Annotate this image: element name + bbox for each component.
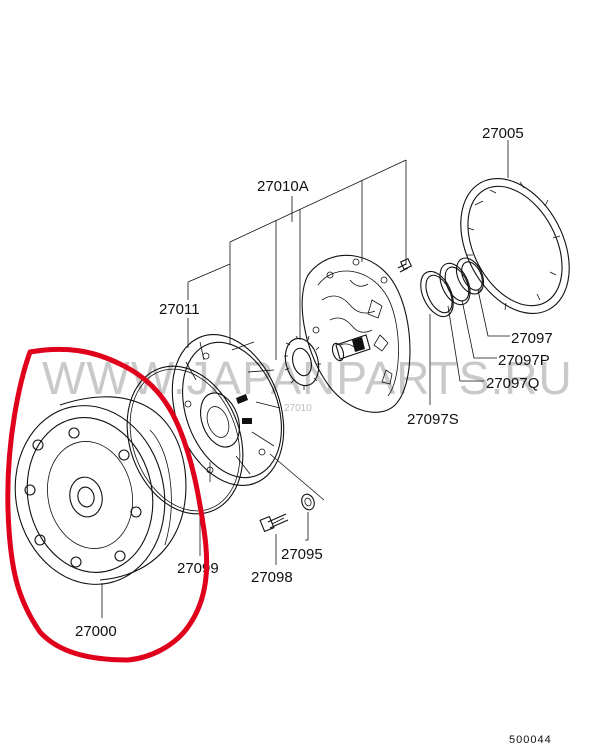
- label-27097P: 27097P: [498, 352, 550, 369]
- label-27095: 27095: [281, 546, 323, 563]
- pump-bolt[interactable]: [397, 257, 413, 273]
- diagram-code: 500044: [509, 734, 552, 746]
- pump-cover-27011[interactable]: [152, 319, 303, 501]
- highlight-circle: [5, 346, 210, 663]
- pump-body[interactable]: [301, 254, 411, 413]
- label-27099: 27099: [177, 560, 219, 577]
- inner-watermark: 27010: [284, 403, 312, 414]
- o-ring-27099[interactable]: [107, 350, 262, 530]
- gasket-27005[interactable]: [439, 160, 591, 332]
- label-27011: 27011: [159, 301, 200, 318]
- bolt-27098[interactable]: [259, 513, 289, 533]
- leader-lines: [101, 140, 510, 618]
- label-27097S: 27097S: [407, 411, 459, 428]
- seal-rings[interactable]: [414, 254, 489, 322]
- watermark: WWW.JAPANPARTS.RU: [42, 352, 573, 404]
- label-27097Q: 27097Q: [486, 375, 539, 392]
- pump-gear[interactable]: [280, 335, 323, 390]
- label-27005: 27005: [482, 125, 524, 142]
- label-27000: 27000: [75, 623, 117, 640]
- label-27010A: 27010A: [257, 178, 309, 195]
- label-27098: 27098: [251, 569, 293, 586]
- torque-converter-27000[interactable]: [0, 392, 187, 599]
- washer-27095[interactable]: [300, 492, 317, 511]
- label-27097: 27097: [511, 330, 553, 347]
